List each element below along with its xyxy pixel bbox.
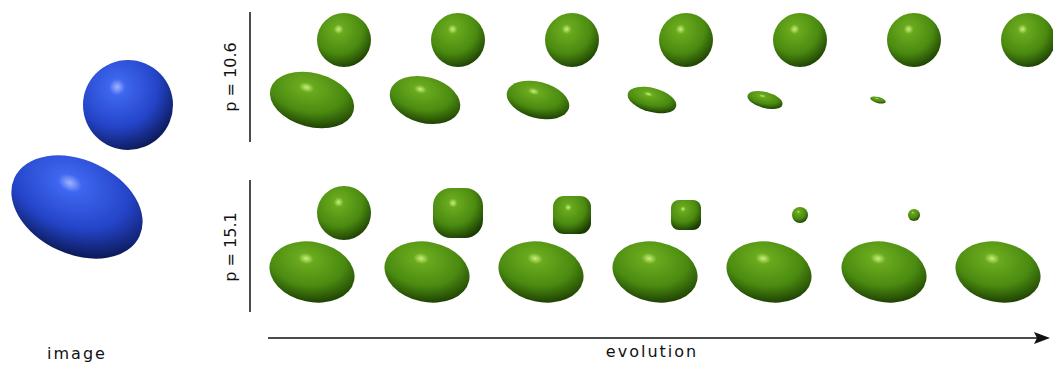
evolved-shape	[950, 234, 1047, 311]
evolved-shape	[607, 234, 704, 311]
evolved-shape	[553, 196, 591, 234]
evolved-shape	[1001, 13, 1053, 67]
evolved-shape	[671, 200, 701, 230]
column-label: image	[47, 346, 107, 362]
evolved-shape	[263, 63, 360, 137]
axis-label: evolution	[606, 344, 698, 360]
parameter-label: p = 15.1	[223, 212, 239, 281]
evolved-shape	[317, 13, 371, 67]
evolved-shape	[545, 13, 599, 67]
evolved-shape	[433, 188, 483, 238]
evolved-shape	[746, 88, 785, 113]
evolved-shape	[384, 68, 465, 131]
evolved-shape	[493, 234, 590, 311]
evolved-shape	[773, 13, 827, 67]
evolved-shape	[908, 209, 920, 221]
evolved-shape	[502, 74, 573, 125]
evolved-shape	[869, 95, 886, 105]
evolved-shape	[792, 207, 808, 223]
evolved-shape	[264, 234, 361, 311]
image-shape	[83, 60, 173, 150]
evolved-shape	[317, 186, 371, 240]
evolved-shape	[887, 13, 941, 67]
evolved-shape	[431, 13, 485, 67]
evolved-shape	[659, 13, 713, 67]
parameter-label: p = 10.6	[223, 42, 239, 111]
evolved-shape	[721, 234, 818, 311]
evolved-shape	[379, 234, 476, 311]
evolution-arrow	[268, 337, 1038, 339]
arrow-head	[1034, 332, 1050, 344]
image-shape	[0, 135, 159, 279]
evolved-shape	[836, 234, 933, 311]
axis-line	[249, 180, 251, 312]
evolved-shape	[625, 82, 680, 118]
axis-line	[249, 12, 251, 142]
